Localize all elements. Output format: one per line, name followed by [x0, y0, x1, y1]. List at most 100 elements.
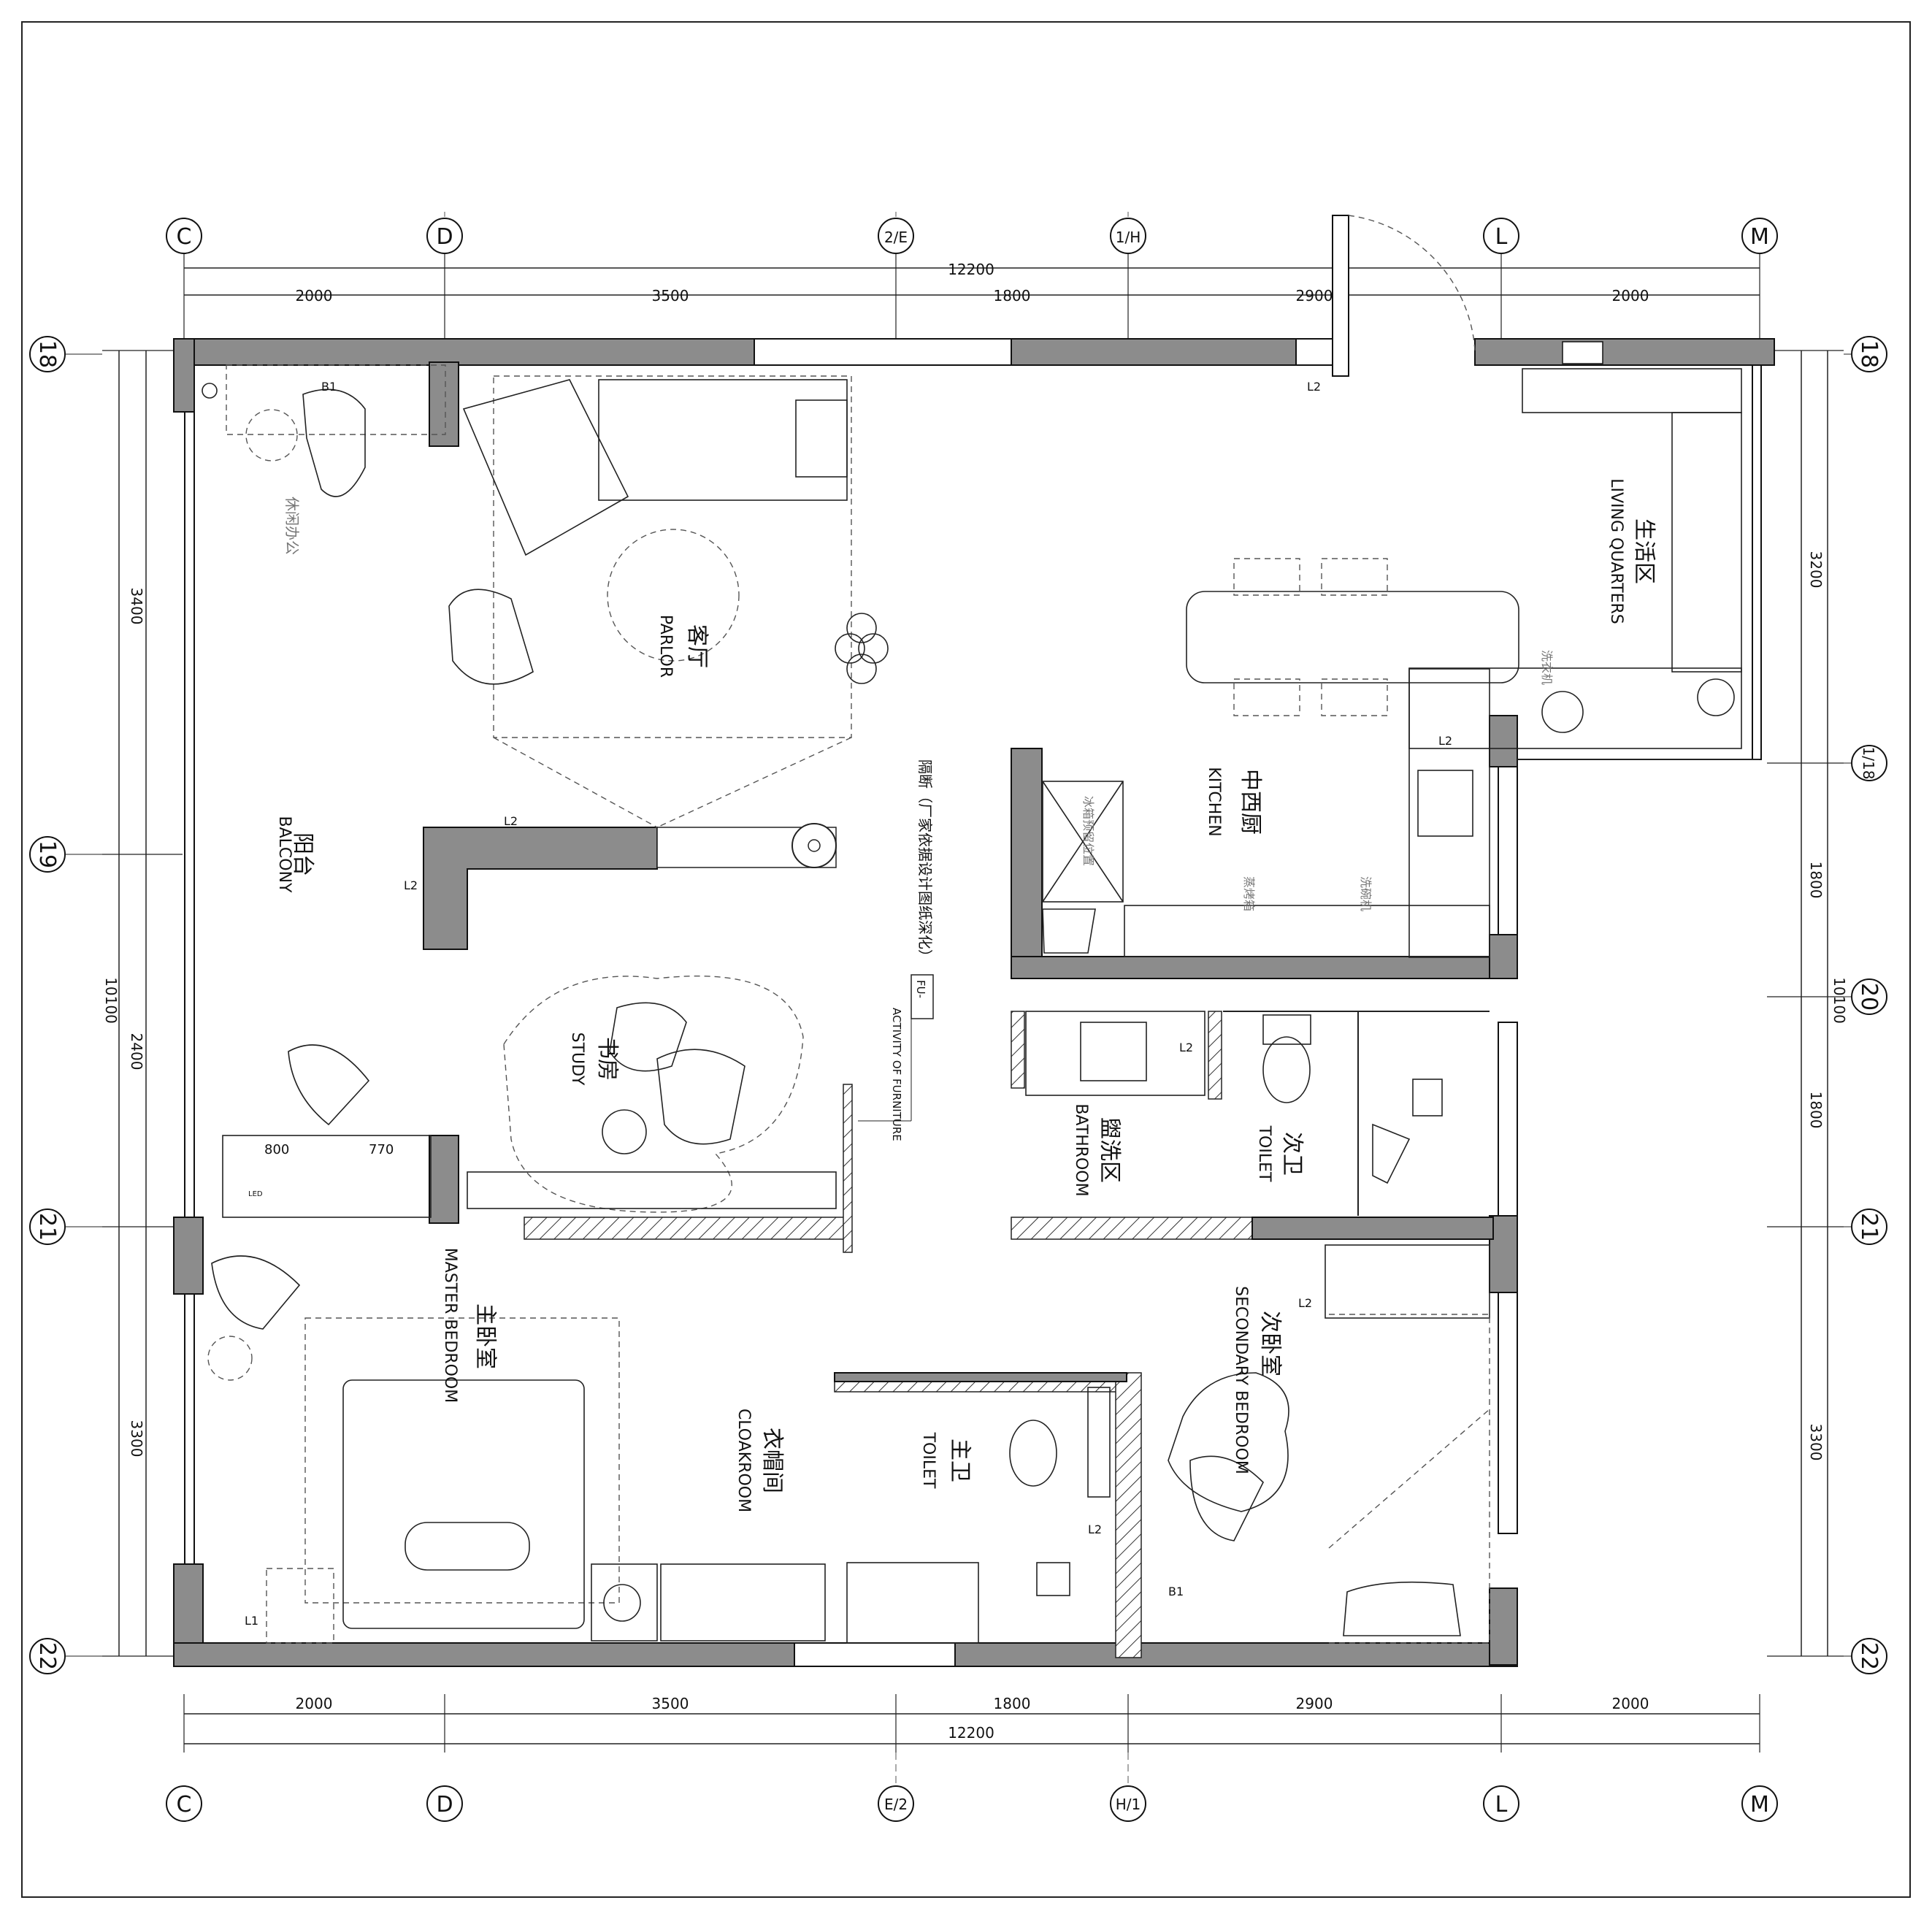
- axis-top-c: C: [177, 224, 192, 250]
- right-axis-bubbles: [1844, 336, 1887, 1674]
- axis-bottom-d: D: [436, 1792, 453, 1818]
- dim-bottom-5: 2000: [1612, 1695, 1649, 1712]
- svg-text:生活区: 生活区: [1631, 518, 1657, 584]
- axis-bottom-e2: E/2: [884, 1796, 908, 1813]
- interior-walls: [429, 361, 1494, 1658]
- axis-top-m: M: [1750, 224, 1769, 250]
- exterior-walls: [173, 338, 1775, 1667]
- svg-text:10100: 10100: [1831, 977, 1848, 1024]
- partition-wall: [423, 823, 837, 950]
- dim-bottom-3: 1800: [994, 1695, 1031, 1712]
- svg-text:L2: L2: [1307, 380, 1321, 394]
- svg-text:盥洗区: 盥洗区: [1097, 1117, 1122, 1183]
- room-study-label: 书房 STUDY: [568, 1033, 620, 1086]
- left-axis-bubbles: [29, 336, 102, 1674]
- svg-text:客厅: 客厅: [684, 624, 710, 668]
- axis-right-1-18: 1/18: [1860, 747, 1877, 780]
- study-furniture: [467, 975, 837, 1213]
- dim-bottom-4: 2900: [1296, 1695, 1333, 1712]
- svg-text:3200: 3200: [1807, 551, 1825, 589]
- svg-text:L2: L2: [504, 814, 518, 828]
- svg-text:主卧室: 主卧室: [472, 1303, 498, 1369]
- living-quarters-cabinets: [1408, 368, 1742, 749]
- dim-top-5: 2000: [1612, 287, 1649, 304]
- axis-top-2e: 2/E: [884, 229, 908, 246]
- svg-text:1800: 1800: [1807, 862, 1825, 899]
- axis-bottom-h1: H/1: [1116, 1796, 1141, 1813]
- axis-top-1h: 1/H: [1116, 229, 1141, 246]
- svg-text:L2: L2: [1298, 1296, 1312, 1310]
- right-dimension-lines: [1767, 350, 1844, 1657]
- svg-text:1800: 1800: [1807, 1092, 1825, 1129]
- axis-top-l: L: [1495, 224, 1508, 250]
- svg-text:3400: 3400: [128, 588, 145, 625]
- dim-top-1: 2000: [296, 287, 333, 304]
- axis-bottom-l: L: [1495, 1792, 1508, 1818]
- axis-right-21: 21: [1856, 1213, 1882, 1241]
- svg-text:L2: L2: [1179, 1041, 1193, 1054]
- axis-left-19: 19: [34, 840, 60, 868]
- svg-text:10100: 10100: [102, 977, 120, 1024]
- svg-text:L2: L2: [404, 878, 418, 892]
- left-dimension-texts: 3400 2400 3300 10100: [102, 588, 145, 1458]
- top-axis-bubbles: [166, 218, 1778, 254]
- bottom-dimension-lines: [183, 1694, 1760, 1789]
- svg-text:书房: 书房: [594, 1037, 620, 1081]
- svg-text:SECONDARY BEDROOM: SECONDARY BEDROOM: [1232, 1286, 1250, 1474]
- master-bedroom-furniture: [207, 1255, 826, 1644]
- svg-text:阳台: 阳台: [290, 832, 315, 876]
- svg-text:2400: 2400: [128, 1033, 145, 1070]
- room-cloakroom-label: 衣帽间 CLOAKROOM: [735, 1409, 785, 1512]
- dim-top-4: 2900: [1296, 287, 1333, 304]
- svg-text:MASTER BEDROOM: MASTER BEDROOM: [441, 1248, 459, 1403]
- svg-text:ACTIVITY OF FURNITURE: ACTIVITY OF FURNITURE: [890, 1008, 903, 1141]
- master-toilet-fixtures: [834, 1372, 1127, 1644]
- svg-text:3300: 3300: [1807, 1424, 1825, 1461]
- room-secondary-label: 次卧室 SECONDARY BEDROOM: [1232, 1286, 1283, 1474]
- dim-bottom-2: 3500: [652, 1695, 689, 1712]
- svg-text:LED: LED: [248, 1190, 263, 1198]
- svg-text:FU-: FU-: [914, 980, 927, 998]
- dim-top-2: 3500: [652, 287, 689, 304]
- parlor-furniture: [448, 375, 889, 828]
- svg-text:主卫: 主卫: [947, 1439, 973, 1482]
- note-fridge: 冰箱预留位置: [1081, 796, 1095, 866]
- bathroom-fixtures: [1025, 1011, 1443, 1184]
- entry-door: [1332, 215, 1476, 377]
- svg-text:BALCONY: BALCONY: [275, 816, 294, 894]
- note-partition: 隔断（厂家依据设计图纸深化） FU- ACTIVITY OF FURNITURE: [858, 759, 934, 1141]
- svg-text:L1: L1: [245, 1614, 258, 1628]
- svg-text:CLOAKROOM: CLOAKROOM: [735, 1409, 753, 1512]
- axis-bottom-m: M: [1750, 1792, 1769, 1818]
- room-parlor-label: 客厅 PARLOR: [656, 615, 710, 678]
- svg-text:L2: L2: [1088, 1522, 1102, 1536]
- svg-text:KITCHEN: KITCHEN: [1205, 767, 1223, 836]
- room-kitchen-label: 中西厨 KITCHEN: [1205, 767, 1263, 836]
- axis-right-18: 18: [1856, 340, 1882, 368]
- svg-text:TOILET: TOILET: [919, 1432, 938, 1489]
- axis-right-22: 22: [1856, 1642, 1882, 1670]
- secondary-bedroom-furniture: [1168, 1244, 1490, 1644]
- room-balcony-label: 阳台 BALCONY: [275, 816, 315, 894]
- svg-text:B1: B1: [321, 380, 337, 394]
- room-toilet2-label: 次卫 TOILET: [1255, 1125, 1305, 1182]
- left-dimension-lines: [102, 350, 183, 1657]
- bottom-axis-bubbles: [166, 1785, 1778, 1822]
- note-steam-oven: 蒸烤箱: [1242, 876, 1256, 911]
- note-800: 800: [264, 1142, 289, 1157]
- right-dimension-texts: 3200 1800 1800 3300 10100: [1807, 551, 1848, 1461]
- svg-text:STUDY: STUDY: [568, 1033, 586, 1086]
- svg-text:隔断（厂家依据设计图纸深化）: 隔断（厂家依据设计图纸深化）: [916, 759, 934, 964]
- note-dishwasher: 洗碗机: [1359, 876, 1373, 911]
- note-770: 770: [369, 1142, 394, 1157]
- balcony-furniture: [202, 364, 446, 1218]
- axis-bottom-c: C: [177, 1792, 192, 1818]
- axis-left-18: 18: [34, 340, 60, 368]
- svg-text:L2: L2: [1438, 734, 1452, 748]
- dim-top-total: 12200: [948, 261, 994, 278]
- dim-top-3: 1800: [994, 287, 1031, 304]
- svg-text:BATHROOM: BATHROOM: [1072, 1103, 1090, 1196]
- dim-bottom-total: 12200: [948, 1724, 994, 1742]
- note-washer: 洗衣机: [1540, 650, 1554, 685]
